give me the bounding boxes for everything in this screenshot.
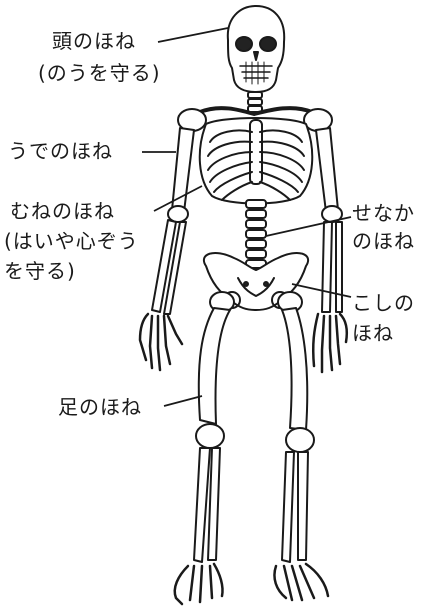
label-chest-note-2: を守る)	[4, 258, 76, 284]
label-leg: 足のほね	[58, 394, 142, 420]
label-spine-1: せなか	[352, 200, 415, 226]
label-head-note: (のうを守る)	[38, 60, 161, 86]
rib-cage	[200, 118, 313, 204]
label-chest-title: むねのほね	[10, 198, 115, 224]
label-head-title: 頭のほね	[52, 28, 136, 54]
label-hip-2: ほね	[352, 320, 394, 346]
leader-leg	[164, 396, 202, 406]
right-arm	[313, 128, 347, 372]
label-hip-1: こしの	[352, 290, 415, 316]
label-arm: うでのほね	[8, 138, 113, 164]
label-spine-2: のほね	[352, 228, 415, 254]
label-chest-note-1: (はいや心ぞう	[4, 228, 139, 254]
spine	[246, 200, 266, 268]
right-leg	[274, 292, 328, 600]
left-arm	[140, 128, 194, 370]
leader-head	[158, 28, 228, 42]
left-leg	[175, 292, 234, 604]
skull	[228, 6, 284, 92]
neck	[248, 92, 262, 112]
